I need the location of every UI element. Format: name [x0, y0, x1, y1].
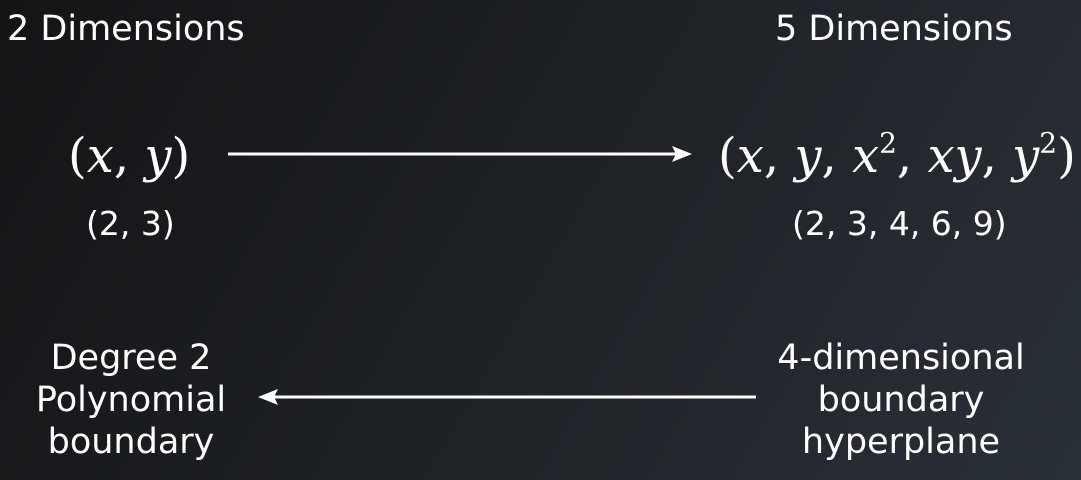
bottom-right-label: 4-dimensional boundary hyperplane	[756, 337, 1046, 463]
right-heading: 5 Dimensions	[775, 9, 1013, 49]
left-example: (2, 3)	[86, 204, 175, 243]
var-xy: xy	[927, 128, 982, 184]
exponent: 2	[1039, 126, 1058, 160]
label-line: boundary	[817, 380, 985, 420]
comma: ,	[763, 128, 780, 184]
comma: ,	[896, 128, 913, 184]
comma: ,	[821, 128, 837, 184]
right-vector: (x, y, x2, xy, y2)	[718, 129, 1076, 180]
comma: ,	[113, 128, 130, 184]
right-example: (2, 3, 4, 6, 9)	[792, 204, 1007, 243]
bottom-left-label: Degree 2 Polynomial boundary	[0, 337, 262, 463]
arrow-head	[258, 389, 278, 405]
projection-arrow	[258, 389, 756, 405]
comma: ,	[981, 128, 997, 184]
var-x: x	[86, 128, 114, 184]
label-line: Degree 2	[50, 338, 212, 378]
var-y: y	[144, 128, 172, 184]
var-y-squared: y	[1012, 128, 1040, 184]
open-paren: (	[718, 128, 737, 184]
label-line: hyperplane	[801, 422, 1001, 462]
left-heading: 2 Dimensions	[7, 9, 245, 49]
close-paren: )	[171, 128, 191, 184]
close-paren: )	[1057, 128, 1076, 184]
label-line: boundary	[47, 422, 215, 462]
var-x-squared: x	[852, 128, 880, 184]
var-y: y	[794, 128, 822, 184]
arrow-head	[672, 146, 692, 162]
label-line: 4-dimensional	[777, 338, 1025, 378]
mapping-arrow	[228, 146, 692, 162]
open-paren: (	[68, 128, 87, 184]
var-x: x	[736, 128, 764, 184]
exponent: 2	[879, 126, 897, 160]
left-vector: (x, y)	[68, 132, 190, 180]
label-line: Polynomial	[35, 380, 227, 420]
